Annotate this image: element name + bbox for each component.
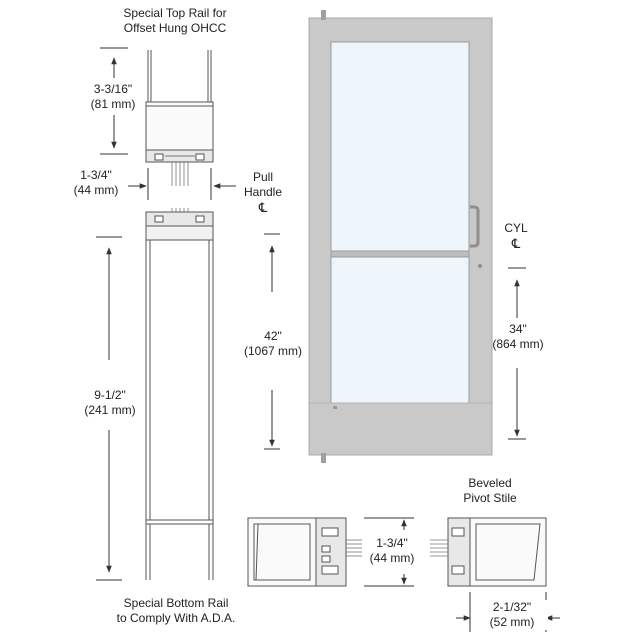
pivot-top [321,10,326,20]
door-glass-upper [330,41,470,252]
horizontal-section [247,517,547,587]
stile-dimension: 2-1/32" (52 mm) [476,600,548,630]
lock-cylinder [478,264,482,268]
bottom-mark [333,406,337,409]
bottom-rail-section [145,211,214,580]
cyl-dim [508,267,526,440]
door-glass-lower [330,256,470,404]
beveled-stile-title-line2: Pivot Stile [463,491,517,505]
depth-dimension-mid-mm: (44 mm) [369,551,415,565]
bottom-rail-title-line1: Special Bottom Rail [123,596,229,610]
pull-handle-label-line1: Pull [252,170,273,184]
pull-handle-centerline: ℄ [258,200,268,215]
stile-dimension-in: 2-1/32" [492,600,532,614]
depth-dimension-mid: 1-3/4" (44 mm) [362,536,422,566]
depth-dimension-left-in: 1-3/4" [80,168,112,182]
cyl-centerline: ℄ [511,236,521,251]
cyl-label-text: CYL [504,221,528,235]
top-rail-title-line1: Special Top Rail for [123,6,227,20]
top-rail-dimension: 3-3/16" (81 mm) [70,82,156,112]
stile-dimension-mm: (52 mm) [489,615,535,629]
top-rail-title: Special Top Rail for Offset Hung OHCC [110,6,240,36]
left-dims [96,47,236,581]
top-rail-dimension-in: 3-3/16" [93,82,133,96]
top-rail-dimension-mm: (81 mm) [90,97,136,111]
pull-handle-label-line2: Handle [243,185,283,199]
pull-handle-label: Pull Handle ℄ [240,170,286,215]
pull-dim [264,233,280,450]
cyl-dimension-in: 34" [509,322,527,336]
section-glazing [346,539,448,557]
depth-dimension-mid-in: 1-3/4" [376,536,408,550]
door-elevation [308,10,493,463]
top-rail-section [145,50,214,163]
cyl-dimension-mm: (864 mm) [492,337,544,351]
beveled-stile-title-line1: Beveled [468,476,512,490]
pull-dimension-mm: (1067 mm) [243,344,302,358]
bottom-rail-dimension-mm: (241 mm) [84,403,136,417]
beveled-stile-title: Beveled Pivot Stile [440,476,540,506]
cyl-dimension: 34" (864 mm) [478,322,558,352]
depth-dimension-left-mm: (44 mm) [73,183,119,197]
depth-dimension-left: 1-3/4" (44 mm) [56,168,136,198]
pull-handle [470,205,480,248]
bottom-rail-dimension-in: 9-1/2" [94,388,126,402]
pivot-bottom [321,453,326,463]
bottom-rail-dimension: 9-1/2" (241 mm) [68,388,152,418]
bottom-rail-title-line2: to Comply With A.D.A. [116,611,236,625]
bottom-rail-title: Special Bottom Rail to Comply With A.D.A… [104,596,248,626]
door-crossbar [330,250,470,258]
pull-dimension-in: 42" [264,329,282,343]
pull-dimension: 42" (1067 mm) [228,329,318,359]
top-rail-title-line2: Offset Hung OHCC [123,21,227,35]
cyl-label: CYL ℄ [494,221,538,251]
